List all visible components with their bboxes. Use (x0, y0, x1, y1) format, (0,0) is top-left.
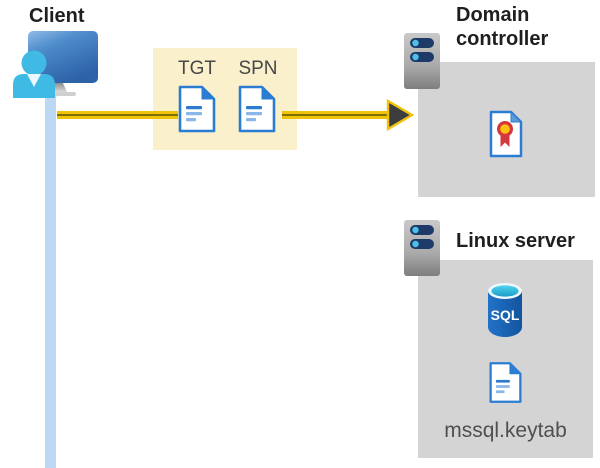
arrow-line-segment-right (282, 111, 388, 119)
linux-server-title: Linux server (456, 230, 575, 252)
arrow-line-segment-left (57, 111, 178, 119)
client-computer-user-icon (13, 31, 98, 98)
linux-server-icon (404, 220, 440, 276)
arrowhead-icon (386, 99, 414, 131)
spn-document-icon (238, 85, 276, 133)
keytab-document-icon (489, 362, 522, 403)
client-network-line (45, 90, 56, 468)
keytab-filename-label: mssql.keytab (444, 419, 567, 442)
sql-icon-label: SQL (491, 307, 520, 323)
tgt-document-icon (178, 85, 216, 133)
certificate-icon (489, 110, 523, 158)
user-icon (13, 50, 55, 98)
domain-controller-title: Domain controller (456, 4, 549, 50)
sql-database-icon: SQL (488, 283, 522, 337)
client-title: Client (29, 5, 85, 27)
tgt-label: TGT (178, 58, 216, 79)
spn-label: SPN (238, 58, 278, 79)
domain-controller-server-icon (404, 33, 440, 89)
